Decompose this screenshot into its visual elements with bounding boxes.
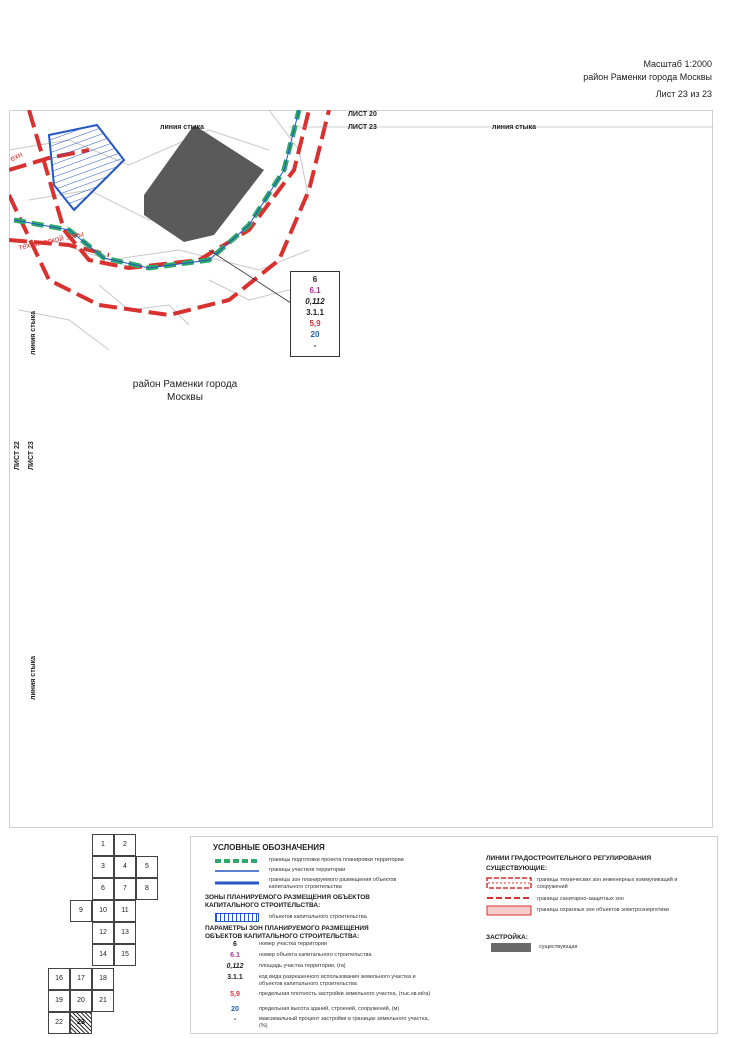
legend-panel: УСЛОВНЫЕ ОБОЗНАЧЕНИЯ границы подготовки … bbox=[190, 836, 718, 1034]
map-frame bbox=[9, 110, 713, 828]
legend-param-row: 5,9 предельная плотность застройки земел… bbox=[225, 991, 475, 1006]
legend-existing-heading: СУЩЕСТВУЮЩИЕ: bbox=[486, 865, 548, 872]
legend-param-code: 0,112 bbox=[226, 963, 244, 970]
parcel-density: 5,9 bbox=[309, 319, 321, 328]
parcel-percent: - bbox=[313, 341, 317, 350]
parcel-height: 20 bbox=[310, 330, 320, 339]
index-cell: 8 bbox=[136, 878, 158, 900]
sheet-23-label: ЛИСТ 23 bbox=[348, 124, 377, 131]
junction-label-right: линия стыка bbox=[492, 124, 537, 131]
index-cell: 12 bbox=[92, 922, 114, 944]
legend-param-code: 3.1.1 bbox=[227, 974, 243, 981]
legend-param-code: 6 bbox=[233, 941, 237, 948]
legend-param-row: - максимальный процент застройки в грани… bbox=[225, 1016, 475, 1031]
legend-params-heading: ПАРАМЕТРЫ ЗОН ПЛАНИРУЕМОГО РАЗМЕЩЕНИЯ ОБ… bbox=[205, 925, 369, 940]
index-cell: 22 bbox=[48, 1012, 70, 1034]
legend-regulation-heading: ЛИНИИ ГРАДОСТРОИТЕЛЬНОГО РЕГУЛИРОВАНИЯ bbox=[486, 855, 652, 862]
index-cell: 10 bbox=[92, 900, 114, 922]
index-cell: 18 bbox=[92, 968, 114, 990]
junction-label-left: линия стыка bbox=[160, 124, 205, 131]
legend-param-text: площадь участка территории, (га) bbox=[259, 963, 346, 969]
legend-prep-boundary: границы подготовки проекта планировки те… bbox=[269, 857, 404, 863]
plot-boundary-line bbox=[13, 110, 300, 269]
legend-param-text: предельная высота зданий, строений, соор… bbox=[259, 1006, 400, 1012]
legend-param-row: 3.1.1 код вида разрешенного использовани… bbox=[225, 974, 475, 991]
legend-regulation-symbols bbox=[486, 877, 532, 916]
index-cell-current: 23 bbox=[70, 1012, 92, 1034]
district-name-line1: район Раменки города bbox=[132, 379, 238, 390]
map-drawing bbox=[9, 110, 713, 351]
legend-zones-heading: ЗОНЫ ПЛАНИРУЕМОГО РАЗМЕЩЕНИЯ ОБЪЕКТОВ КА… bbox=[205, 894, 370, 909]
district-label: район Раменки города Москвы bbox=[583, 72, 712, 82]
legend-regulation-power: границы охранных зон объектов электроэне… bbox=[537, 907, 669, 913]
existing-building bbox=[144, 125, 264, 242]
index-cell: 4 bbox=[114, 856, 136, 878]
legend-param-row: 6.1 номер объекта капитального строитель… bbox=[225, 952, 475, 963]
legend-param-row: 20 предельная высота зданий, строений, с… bbox=[225, 1006, 475, 1016]
district-name: район Раменки города Москвы bbox=[115, 378, 255, 404]
legend-plot-boundary: границы участков территории bbox=[269, 867, 346, 873]
index-cell: 3 bbox=[92, 856, 114, 878]
index-cell: 20 bbox=[70, 990, 92, 1012]
legend-building-heading: ЗАСТРОЙКА: bbox=[486, 934, 528, 941]
index-cell: 5 bbox=[136, 856, 158, 878]
index-cell: 21 bbox=[92, 990, 114, 1012]
legend-param-code: 6.1 bbox=[230, 952, 240, 959]
parcel-object: 6.1 bbox=[309, 286, 321, 295]
parcel-parameters: 6 6.1 0,112 3.1.1 5,9 20 - bbox=[290, 271, 340, 357]
sheet-22-label: ЛИСТ 22 bbox=[14, 441, 21, 470]
legend-regulation-sanitary: границы санитарно-защитных зон bbox=[537, 896, 624, 902]
legend-param-text: номер объекта капитального строительства bbox=[259, 952, 372, 958]
legend-line-symbols bbox=[215, 859, 259, 885]
legend-param-row: 6 номер участка территории bbox=[225, 941, 475, 952]
legend-param-text: максимальный процент застройки в граница… bbox=[259, 1016, 430, 1029]
sheet-label: Лист 23 из 23 bbox=[655, 89, 712, 99]
legend-title: УСЛОВНЫЕ ОБОЗНАЧЕНИЯ bbox=[213, 843, 325, 852]
map-header: Масштаб 1:2000 район Раменки города Моск… bbox=[583, 58, 712, 101]
legend-param-code: 20 bbox=[231, 1006, 239, 1013]
legend-regulation-tech: границы технических зон инженерных комму… bbox=[537, 877, 678, 890]
junction-label-vertical-top: линия стыка bbox=[30, 310, 37, 355]
legend-param-code: 5,9 bbox=[230, 991, 240, 998]
index-cell: 13 bbox=[114, 922, 136, 944]
legend-zones-objects: объектов капитального строительства bbox=[269, 914, 367, 920]
parcel-number: 6 bbox=[312, 275, 318, 284]
index-cell: 7 bbox=[114, 878, 136, 900]
index-cell: 1 bbox=[92, 834, 114, 856]
legend-hatch-swatch bbox=[215, 913, 259, 922]
district-name-line2: Москвы bbox=[167, 392, 203, 403]
legend-param-row: 0,112 площадь участка территории, (га) bbox=[225, 963, 475, 974]
index-cell: 14 bbox=[92, 944, 114, 966]
legend-zone-boundary: границы зон планируемого размещения объе… bbox=[269, 877, 397, 890]
index-cell: 9 bbox=[70, 900, 92, 922]
legend-param-code: - bbox=[233, 1016, 237, 1023]
legend-params-list: 6 номер участка территории 6.1 номер объ… bbox=[225, 941, 475, 1031]
parcel-area: 0,112 bbox=[305, 297, 325, 306]
index-cell: 2 bbox=[114, 834, 136, 856]
index-cell: 17 bbox=[70, 968, 92, 990]
legend-param-text: код вида разрешенного использования земе… bbox=[259, 974, 416, 987]
index-cell: 19 bbox=[48, 990, 70, 1012]
legend-building-swatch bbox=[491, 943, 531, 952]
sheet-23-vertical-label: ЛИСТ 23 bbox=[28, 441, 35, 470]
sheet-20-label: ЛИСТ 20 bbox=[348, 111, 377, 118]
legend-building-existing: существующая bbox=[539, 944, 578, 950]
parcel-leader-line bbox=[208, 249, 295, 306]
index-cell: 6 bbox=[92, 878, 114, 900]
index-cell: 16 bbox=[48, 968, 70, 990]
legend-param-text: номер участка территории bbox=[259, 941, 328, 947]
scale-label: Масштаб 1:2000 bbox=[643, 59, 712, 69]
parcel-code: 3.1.1 bbox=[306, 308, 324, 317]
planned-object-zone bbox=[47, 123, 126, 212]
index-cell: 11 bbox=[114, 900, 136, 922]
legend-param-text: предельная плотность застройки земельног… bbox=[259, 991, 431, 997]
junction-label-vertical-bottom: линия стыка bbox=[30, 655, 37, 700]
index-cell: 15 bbox=[114, 944, 136, 966]
